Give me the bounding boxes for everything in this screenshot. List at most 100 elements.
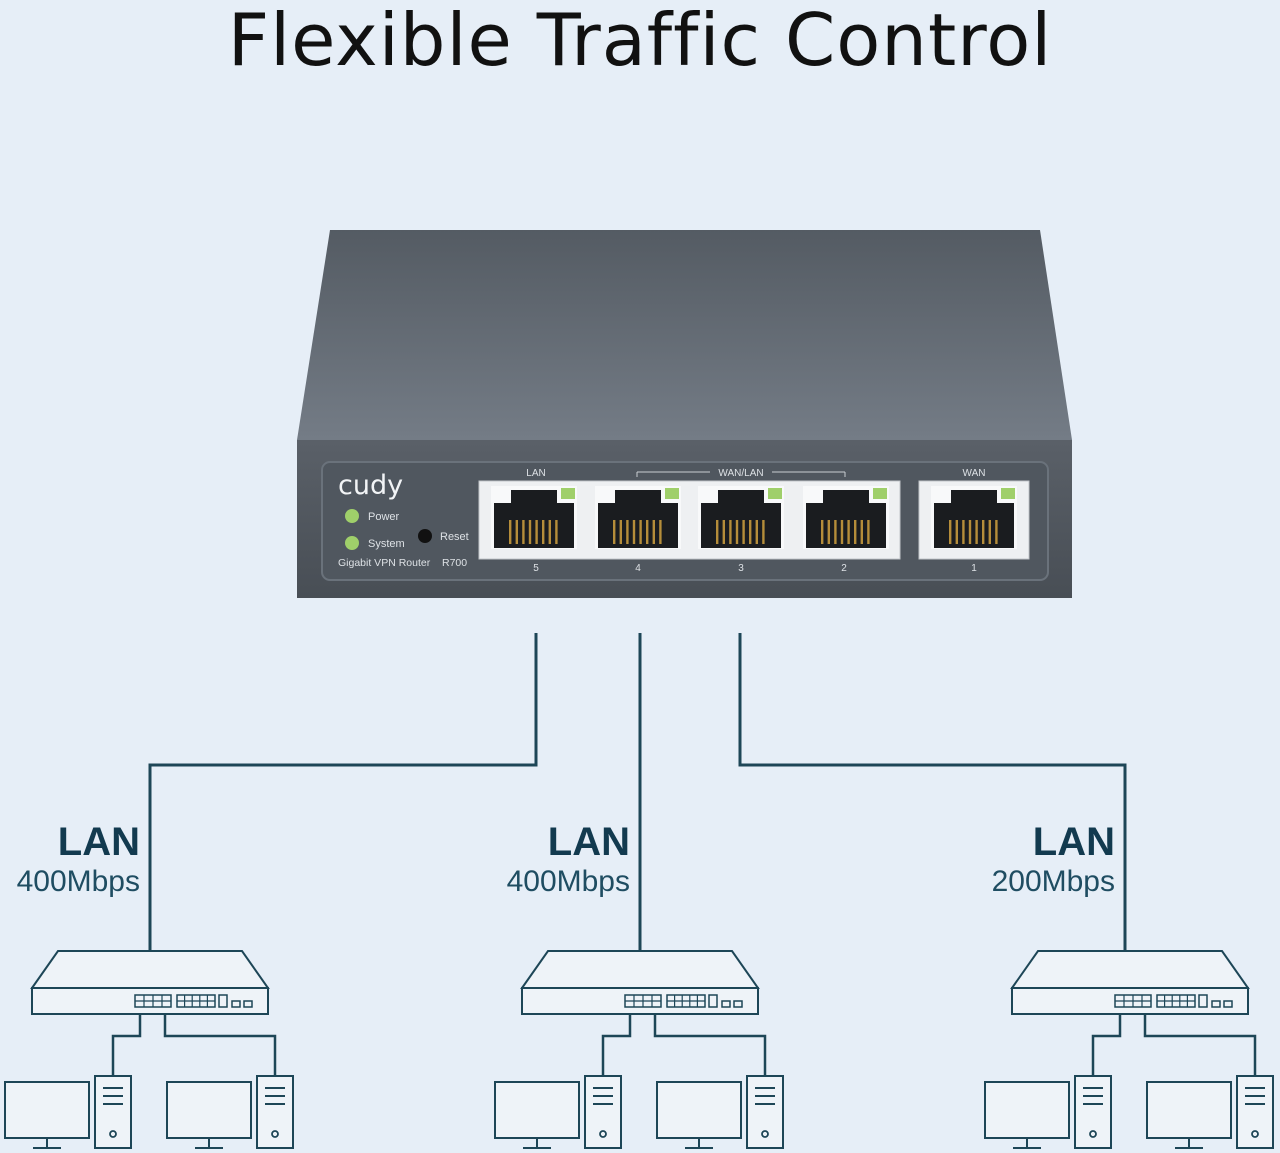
connection-lines <box>148 633 1127 950</box>
port-pin <box>742 520 745 544</box>
page-title: Flexible Traffic Control <box>227 0 1053 82</box>
port-pin <box>613 520 616 544</box>
port-pin <box>509 520 512 544</box>
tower-power-icon <box>109 1130 117 1138</box>
port-pin <box>834 520 837 544</box>
pc-connection-line <box>1091 1014 1122 1076</box>
monitor-icon <box>4 1081 90 1139</box>
port-led <box>665 488 679 499</box>
branch-label-3: LAN 200Mbps <box>875 820 1115 900</box>
switch-to-pc-lines <box>601 1014 767 1076</box>
port-led <box>873 488 887 499</box>
switch-sfp-port <box>1198 994 1208 1008</box>
ethernet-port[interactable] <box>803 486 889 549</box>
switch-led <box>243 1000 253 1008</box>
branch-name: LAN <box>1032 820 1115 864</box>
pc-connection-line <box>111 1014 142 1076</box>
port-pin <box>555 520 558 544</box>
router-model-number: R700 <box>442 557 467 569</box>
switch-led <box>231 1000 241 1008</box>
group-wan-label: WAN <box>963 468 986 479</box>
power-led <box>345 509 359 523</box>
network-switch-icon <box>520 950 760 1015</box>
group-lan-label: LAN <box>526 468 545 479</box>
ethernet-port[interactable] <box>491 486 577 549</box>
switch-top <box>520 950 760 989</box>
ethernet-ports <box>491 486 1017 549</box>
system-led <box>345 536 359 550</box>
port-numbers: 5 4 3 2 1 <box>533 563 977 574</box>
group-wanlan-label: WAN/LAN <box>718 468 763 479</box>
port-pin <box>854 520 857 544</box>
branch-name: LAN <box>547 820 630 864</box>
branch-name: LAN <box>57 820 140 864</box>
switch-sfp-port <box>218 994 228 1008</box>
tower-power-icon <box>761 1130 769 1138</box>
port-pin <box>827 520 830 544</box>
pc-connection-line <box>653 1014 767 1076</box>
port-pin <box>847 520 850 544</box>
port-number: 4 <box>635 563 641 574</box>
monitor-icon <box>1146 1081 1232 1139</box>
port-pin <box>626 520 629 544</box>
reset-button[interactable] <box>418 529 432 543</box>
switch-led <box>733 1000 743 1008</box>
ethernet-port[interactable] <box>931 486 1017 549</box>
port-pin <box>632 520 636 544</box>
router-brand: cudy <box>338 470 403 501</box>
port-pin <box>515 520 518 544</box>
port-pin <box>542 520 545 544</box>
port-pin <box>949 520 952 544</box>
port-pin <box>535 520 538 544</box>
branches <box>4 950 1274 1149</box>
switch-led <box>1223 1000 1233 1008</box>
monitor-icon <box>166 1081 252 1139</box>
pc-connection-line <box>1143 1014 1257 1076</box>
port-socket <box>494 490 574 548</box>
port-pin <box>762 520 765 544</box>
port-pin <box>659 520 662 544</box>
monitor-icon <box>656 1081 742 1139</box>
monitor-icon <box>984 1081 1070 1139</box>
port-pin <box>652 520 655 544</box>
tower-power-icon <box>1251 1130 1259 1138</box>
port-pin <box>716 520 719 544</box>
branch-speed: 200Mbps <box>991 865 1115 898</box>
port-pin <box>749 520 752 544</box>
branch-label-1: LAN 400Mbps <box>0 820 140 900</box>
port-pin <box>975 520 978 544</box>
monitor-icon <box>494 1081 580 1139</box>
port-pin <box>995 520 998 544</box>
pc-connection-line <box>601 1014 632 1076</box>
port-number: 3 <box>738 563 744 574</box>
port-pin <box>968 520 972 544</box>
switch-top <box>30 950 270 989</box>
computer-icon <box>984 1075 1112 1149</box>
port-led <box>768 488 782 499</box>
computer-icon <box>656 1075 784 1149</box>
port-pin <box>860 520 863 544</box>
system-led-label: System <box>368 538 405 550</box>
port-pin <box>729 520 732 544</box>
tower-power-icon <box>271 1130 279 1138</box>
pc-connection-line <box>163 1014 277 1076</box>
network-switch-icon <box>30 950 270 1015</box>
port-pin <box>619 520 622 544</box>
ethernet-port[interactable] <box>698 486 784 549</box>
router-model-text: Gigabit VPN Router <box>338 557 431 569</box>
port-pin <box>821 520 824 544</box>
tower-power-icon <box>1089 1130 1097 1138</box>
branch-speed: 400Mbps <box>16 865 140 898</box>
tower-power-icon <box>599 1130 607 1138</box>
port-pin <box>735 520 739 544</box>
port-pin <box>867 520 870 544</box>
port-socket <box>806 490 886 548</box>
port-socket <box>934 490 1014 548</box>
ethernet-port[interactable] <box>595 486 681 549</box>
switch-to-pc-lines <box>111 1014 277 1076</box>
port-pin <box>755 520 758 544</box>
network-switch-icon <box>1010 950 1250 1015</box>
port-pin <box>528 520 532 544</box>
connection-line-left <box>148 633 538 950</box>
